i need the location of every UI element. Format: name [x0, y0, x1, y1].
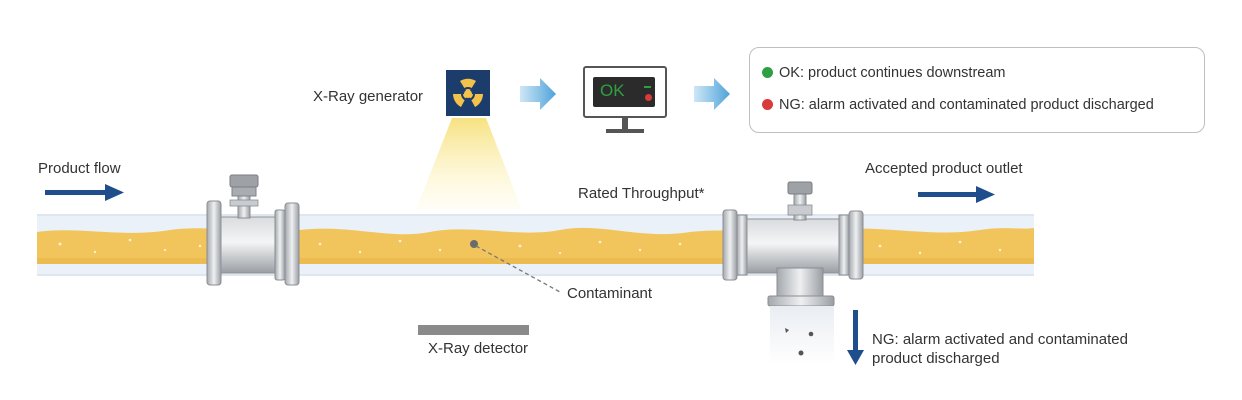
- outlet-tee-valve: [722, 181, 864, 307]
- xray-generator-label: X-Ray generator: [313, 88, 424, 105]
- radiation-icon: [446, 70, 490, 116]
- discharge-arrow: [847, 310, 864, 365]
- accepted-outlet-arrow: [918, 186, 995, 203]
- accepted-outlet-label: Accepted product outlet: [865, 160, 1023, 177]
- ng-discharge-label-line1: NG: alarm activated and contaminated: [872, 331, 1128, 348]
- process-arrow-2: [694, 78, 730, 110]
- ng-discharge-label-line2: product discharged: [872, 350, 1000, 367]
- contaminant-label: Contaminant: [567, 285, 653, 302]
- ng-dot-icon: [762, 99, 773, 110]
- monitor-red-dot: [645, 94, 652, 101]
- rated-throughput-label: Rated Throughput*: [578, 185, 705, 202]
- monitor-ok-text: OK: [600, 81, 625, 100]
- legend-ok: OK: product continues downstream: [762, 65, 1005, 81]
- monitor-icon: OK: [583, 66, 667, 138]
- xray-detector-bar: [418, 325, 529, 335]
- process-arrow-1: [520, 78, 556, 110]
- product-flow-label: Product flow: [38, 160, 121, 177]
- monitor-screen: [593, 77, 655, 107]
- result-legend: OK: product continues downstream NG: ala…: [749, 47, 1205, 133]
- xray-detector-label: X-Ray detector: [428, 340, 529, 357]
- monitor-base: [606, 129, 644, 133]
- legend-ng: NG: alarm activated and contaminated pro…: [762, 97, 1154, 113]
- inlet-valve: [206, 174, 300, 286]
- xray-beam: [416, 118, 522, 210]
- contaminant-leader: [475, 245, 561, 293]
- monitor-green-bar: [644, 86, 651, 88]
- monitor-stand: [622, 118, 628, 130]
- discharge-chute: [770, 306, 834, 364]
- ok-dot-icon: [762, 67, 773, 78]
- legend-ng-text: NG: alarm activated and contaminated pro…: [779, 97, 1154, 113]
- product-flow-arrow: [45, 184, 124, 201]
- legend-ok-text: OK: product continues downstream: [779, 65, 1006, 81]
